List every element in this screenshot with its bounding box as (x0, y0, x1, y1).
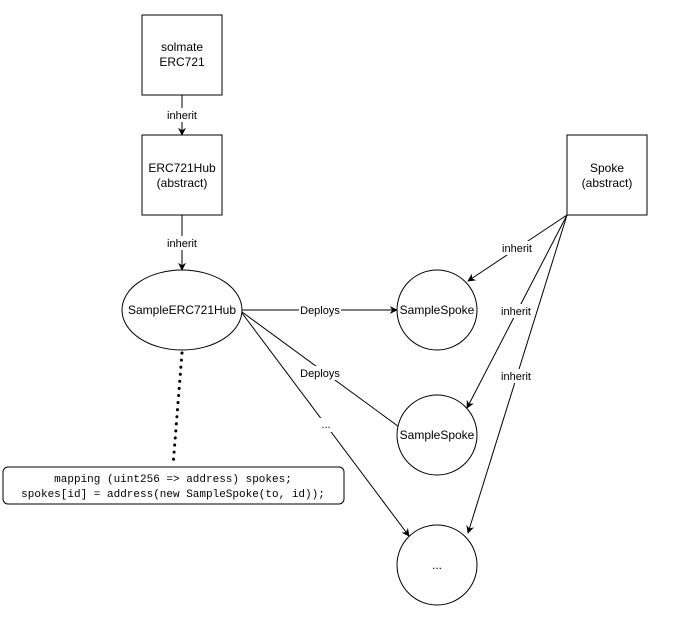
node-sample-spoke-2-label: SampleSpoke (400, 428, 475, 442)
node-sample-spoke-1-label: SampleSpoke (400, 303, 475, 317)
code-note-box: mapping (uint256 => address) spokes; spo… (2, 466, 345, 505)
edge-label-spoke-inherit-1: inherit (502, 243, 532, 255)
node-solmate-line1: solmate (161, 40, 203, 54)
edge-label-deploys-1: Deploys (300, 305, 340, 317)
edge-dotted-code-note (171, 351, 184, 468)
node-sample-erc721hub-label: SampleERC721Hub (128, 303, 236, 317)
node-sample-spoke-2[interactable]: SampleSpoke (396, 394, 478, 476)
edge-label-hub-inherit: inherit (167, 238, 197, 250)
node-spoke-line2: (abstract) (582, 176, 633, 190)
edge-label-deploys-2: Deploys (300, 368, 340, 380)
node-spoke[interactable]: Spoke (abstract) (566, 134, 648, 216)
node-ellipsis-label: ... (432, 558, 442, 572)
node-erc721hub-line2: (abstract) (157, 176, 208, 190)
node-sample-spoke-1[interactable]: SampleSpoke (396, 269, 478, 351)
edge-label-spoke-inherit-2: inherit (501, 306, 531, 318)
node-solmate-line2: ERC721 (159, 55, 205, 69)
node-solmate-erc721[interactable]: solmate ERC721 (141, 14, 223, 96)
code-note-line2: spokes[id] = address(new SampleSpoke(to,… (21, 489, 325, 501)
edge-label-deploys-more: ... (321, 419, 330, 431)
node-sample-erc721hub[interactable]: SampleERC721Hub (121, 269, 243, 351)
node-ellipsis[interactable]: ... (396, 524, 478, 606)
edge-label-solmate-inherit: inherit (167, 110, 197, 122)
node-spoke-line1: Spoke (590, 161, 624, 175)
edge-label-spoke-inherit-3: inherit (501, 371, 531, 383)
node-erc721hub-line1: ERC721Hub (148, 161, 216, 175)
code-note-line1: mapping (uint256 => address) spokes; (54, 474, 292, 486)
node-erc721hub[interactable]: ERC721Hub (abstract) (141, 134, 223, 216)
